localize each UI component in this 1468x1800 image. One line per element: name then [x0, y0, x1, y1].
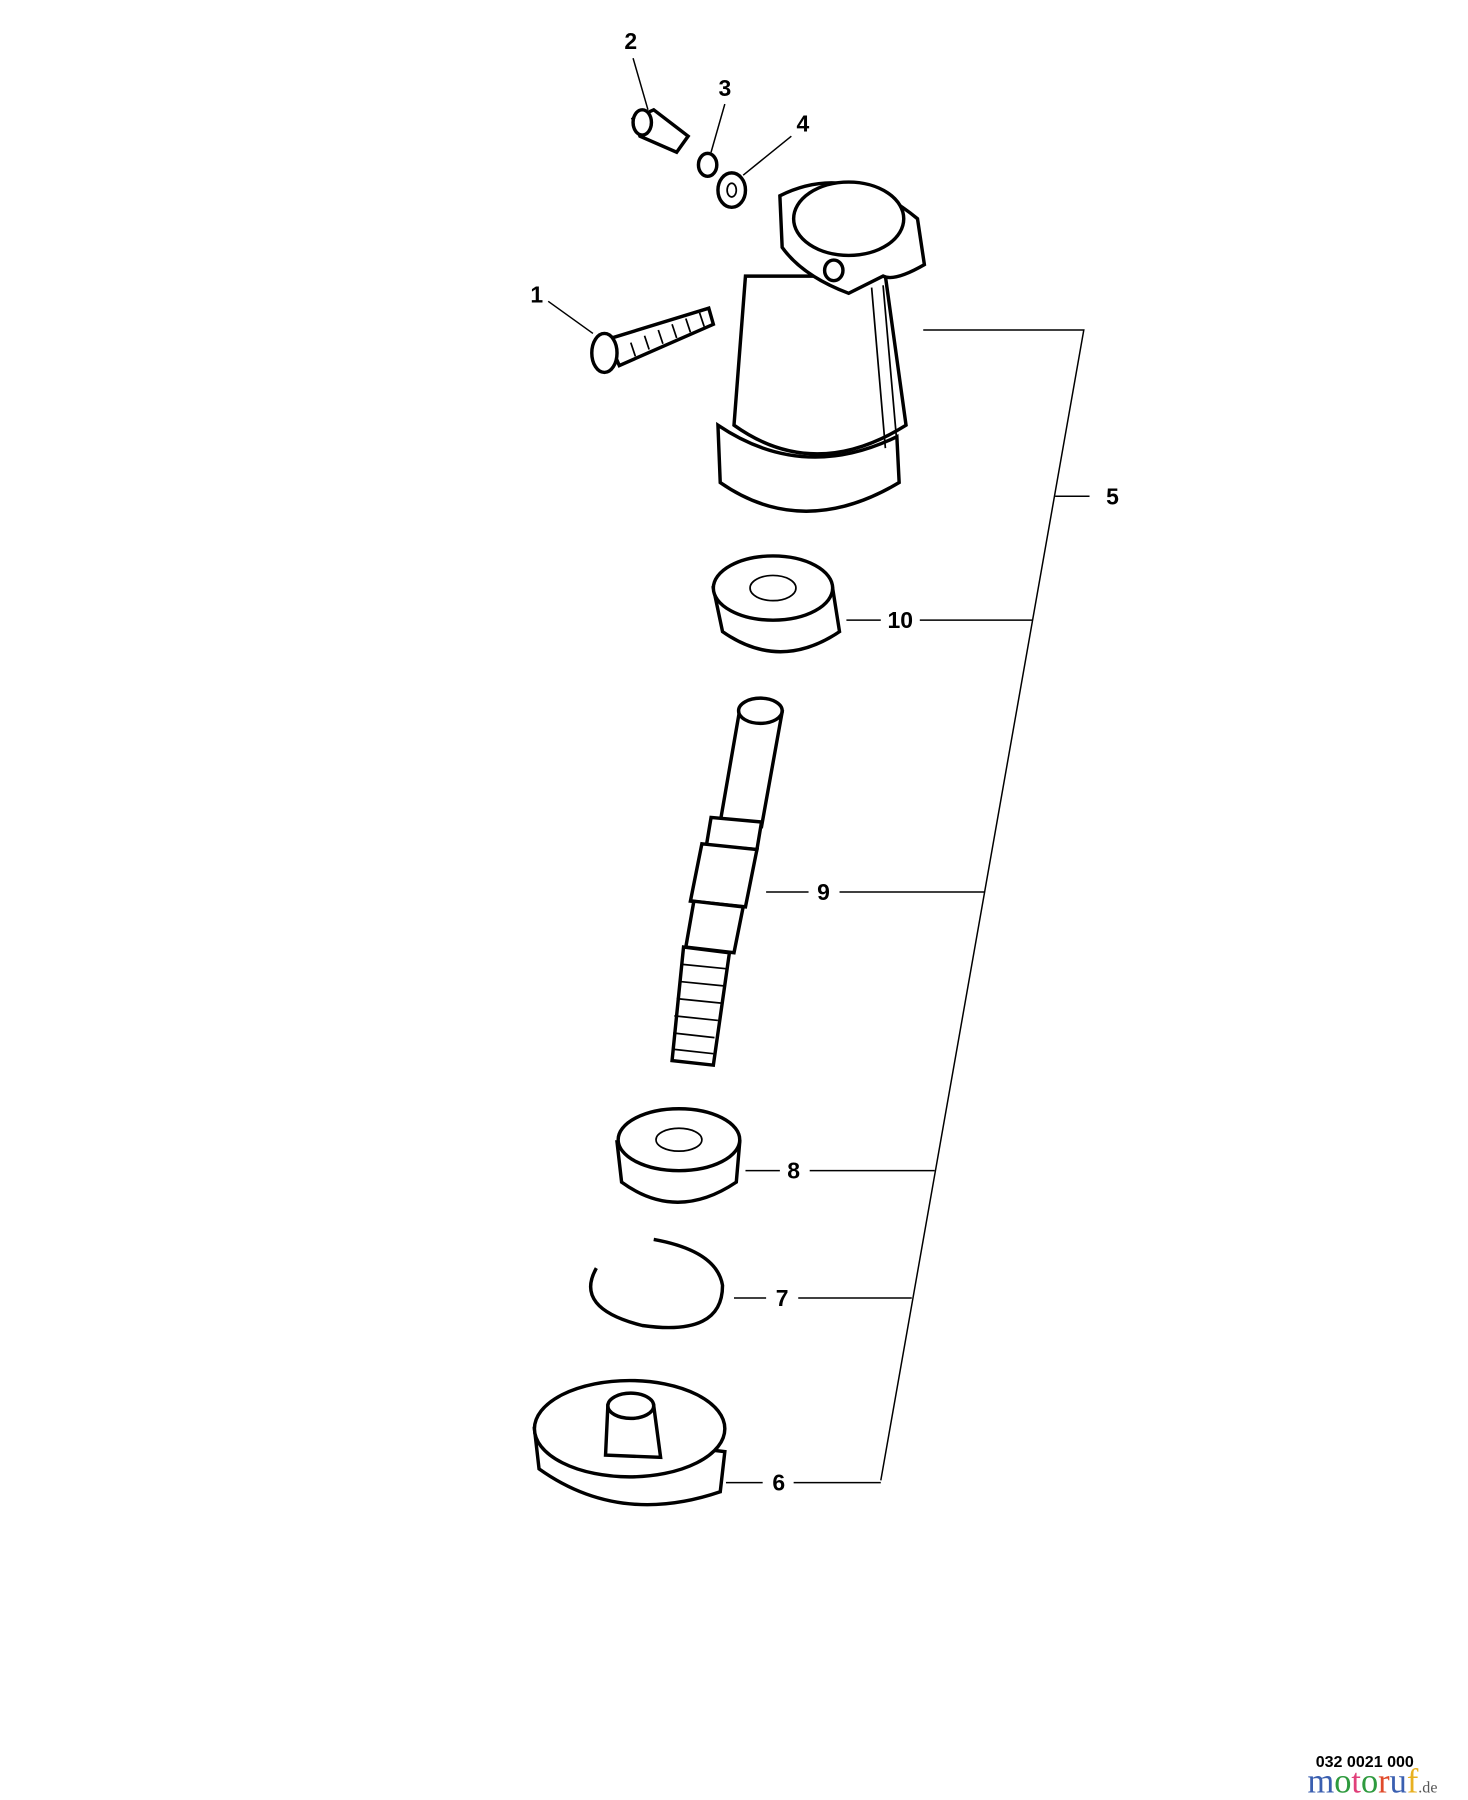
- part-6-cup: [532, 1378, 727, 1507]
- leader-lines: [547, 57, 1090, 1484]
- svg-text:motoruf.de: motoruf.de: [1307, 1762, 1437, 1800]
- part-3-lock-washer: [696, 151, 719, 179]
- callout-6: 6: [772, 1470, 785, 1496]
- part-2-screw: [630, 107, 691, 155]
- callout-8: 8: [787, 1158, 800, 1184]
- callout-3: 3: [718, 75, 731, 101]
- part-1-screw: [590, 306, 716, 375]
- part-5-housing: [716, 180, 927, 513]
- callout-9: 9: [817, 879, 830, 905]
- part-number: 032 0021 000: [1316, 1753, 1414, 1771]
- callout-5: 5: [1106, 483, 1119, 509]
- motoruf-watermark-logo: motoruf.de: [1307, 1762, 1437, 1800]
- part-8-bearing: [615, 1107, 742, 1204]
- callout-2: 2: [624, 28, 637, 54]
- callout-1: 1: [530, 281, 543, 307]
- part-9-shaft: [670, 696, 785, 1068]
- part-10-bearing: [711, 554, 842, 654]
- part-7-circlip: [588, 1237, 725, 1330]
- callout-4: 4: [796, 111, 809, 137]
- callout-10: 10: [888, 607, 913, 633]
- part-4-washer: [716, 171, 748, 210]
- callout-7: 7: [776, 1285, 789, 1311]
